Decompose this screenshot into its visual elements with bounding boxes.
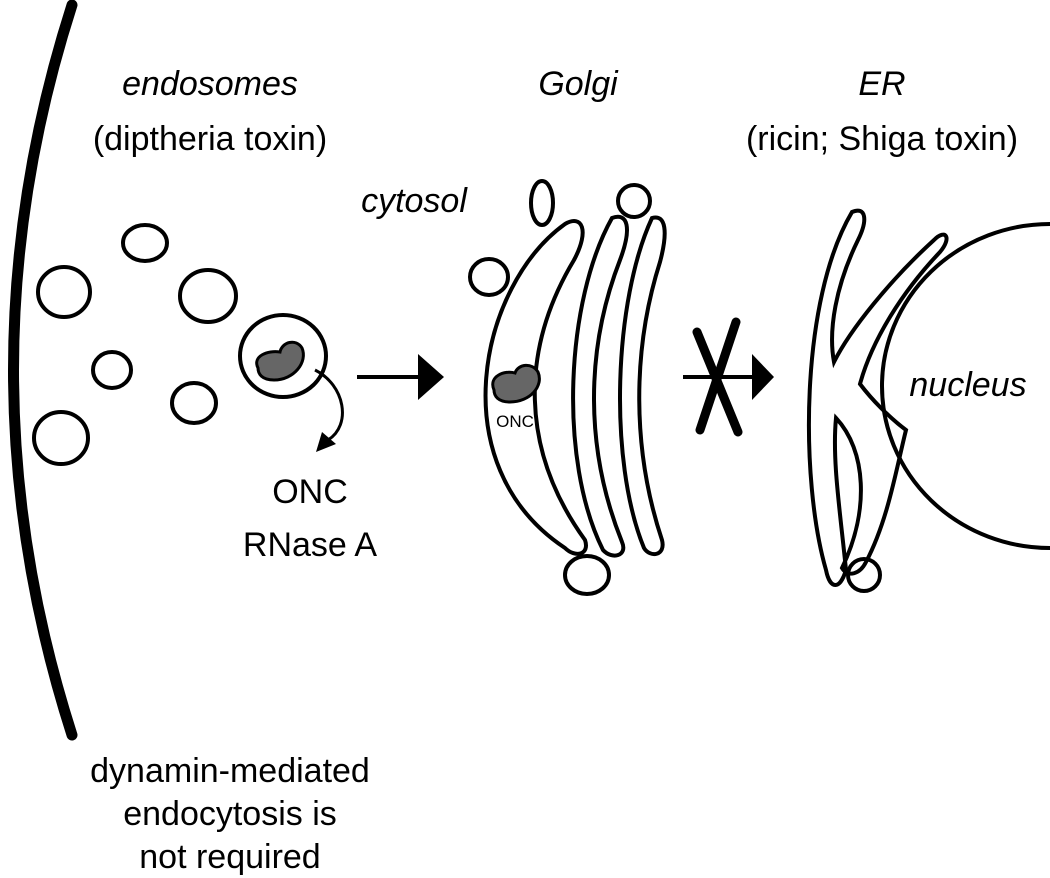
released-ribonuclease-line2: RNase A xyxy=(243,526,377,564)
endosome-membrane xyxy=(238,313,328,399)
endosome-vesicle xyxy=(170,381,218,425)
footnote-line1: dynamin-mediated xyxy=(90,752,370,790)
golgi-vesicle xyxy=(529,179,555,227)
onc-protein-in-golgi xyxy=(491,363,541,404)
golgi-vesicle xyxy=(563,554,611,596)
endosome-vesicle xyxy=(91,350,133,390)
footnote-line2: endocytosis is xyxy=(123,795,337,833)
er-vesicle xyxy=(846,557,882,593)
golgi-cisterna xyxy=(483,219,588,556)
footnote-line3: not required xyxy=(139,838,320,876)
endosome-vesicle xyxy=(178,268,238,324)
golgi-vesicle xyxy=(616,183,652,219)
er-and-nucleus xyxy=(806,208,1050,593)
endosomes-label: endosomes xyxy=(122,65,298,103)
cytosol-release-arrow xyxy=(314,368,344,452)
nucleus-label: nucleus xyxy=(909,366,1026,404)
arrow-to-golgi xyxy=(357,354,444,400)
block-cross-mark xyxy=(695,317,741,435)
endoplasmic-reticulum xyxy=(806,208,949,587)
golgi-stack xyxy=(468,179,667,596)
endosome-vesicle xyxy=(32,410,90,466)
blocked-arrow-to-er xyxy=(683,317,774,437)
endosome-vesicles xyxy=(32,223,238,466)
cytosol-label: cytosol xyxy=(361,182,468,220)
onc-golgi-label: ONC xyxy=(496,412,534,431)
golgi-cisterna xyxy=(571,214,629,558)
nuclear-envelope xyxy=(880,222,1050,550)
golgi-label: Golgi xyxy=(538,65,619,103)
er-label: ER xyxy=(858,65,905,103)
released-ribonuclease-line1: ONC xyxy=(272,473,348,511)
endosome-vesicle xyxy=(36,265,92,319)
golgi-vesicle xyxy=(468,257,510,297)
onc-protein-shape xyxy=(255,340,305,382)
endosome-vesicle xyxy=(121,223,169,263)
er-note: (ricin; Shiga toxin) xyxy=(746,120,1018,158)
endosome-with-onc xyxy=(238,313,328,399)
plasma-membrane xyxy=(8,0,78,741)
golgi-cisterna xyxy=(618,215,667,557)
endosomes-note: (diptheria toxin) xyxy=(93,120,327,158)
